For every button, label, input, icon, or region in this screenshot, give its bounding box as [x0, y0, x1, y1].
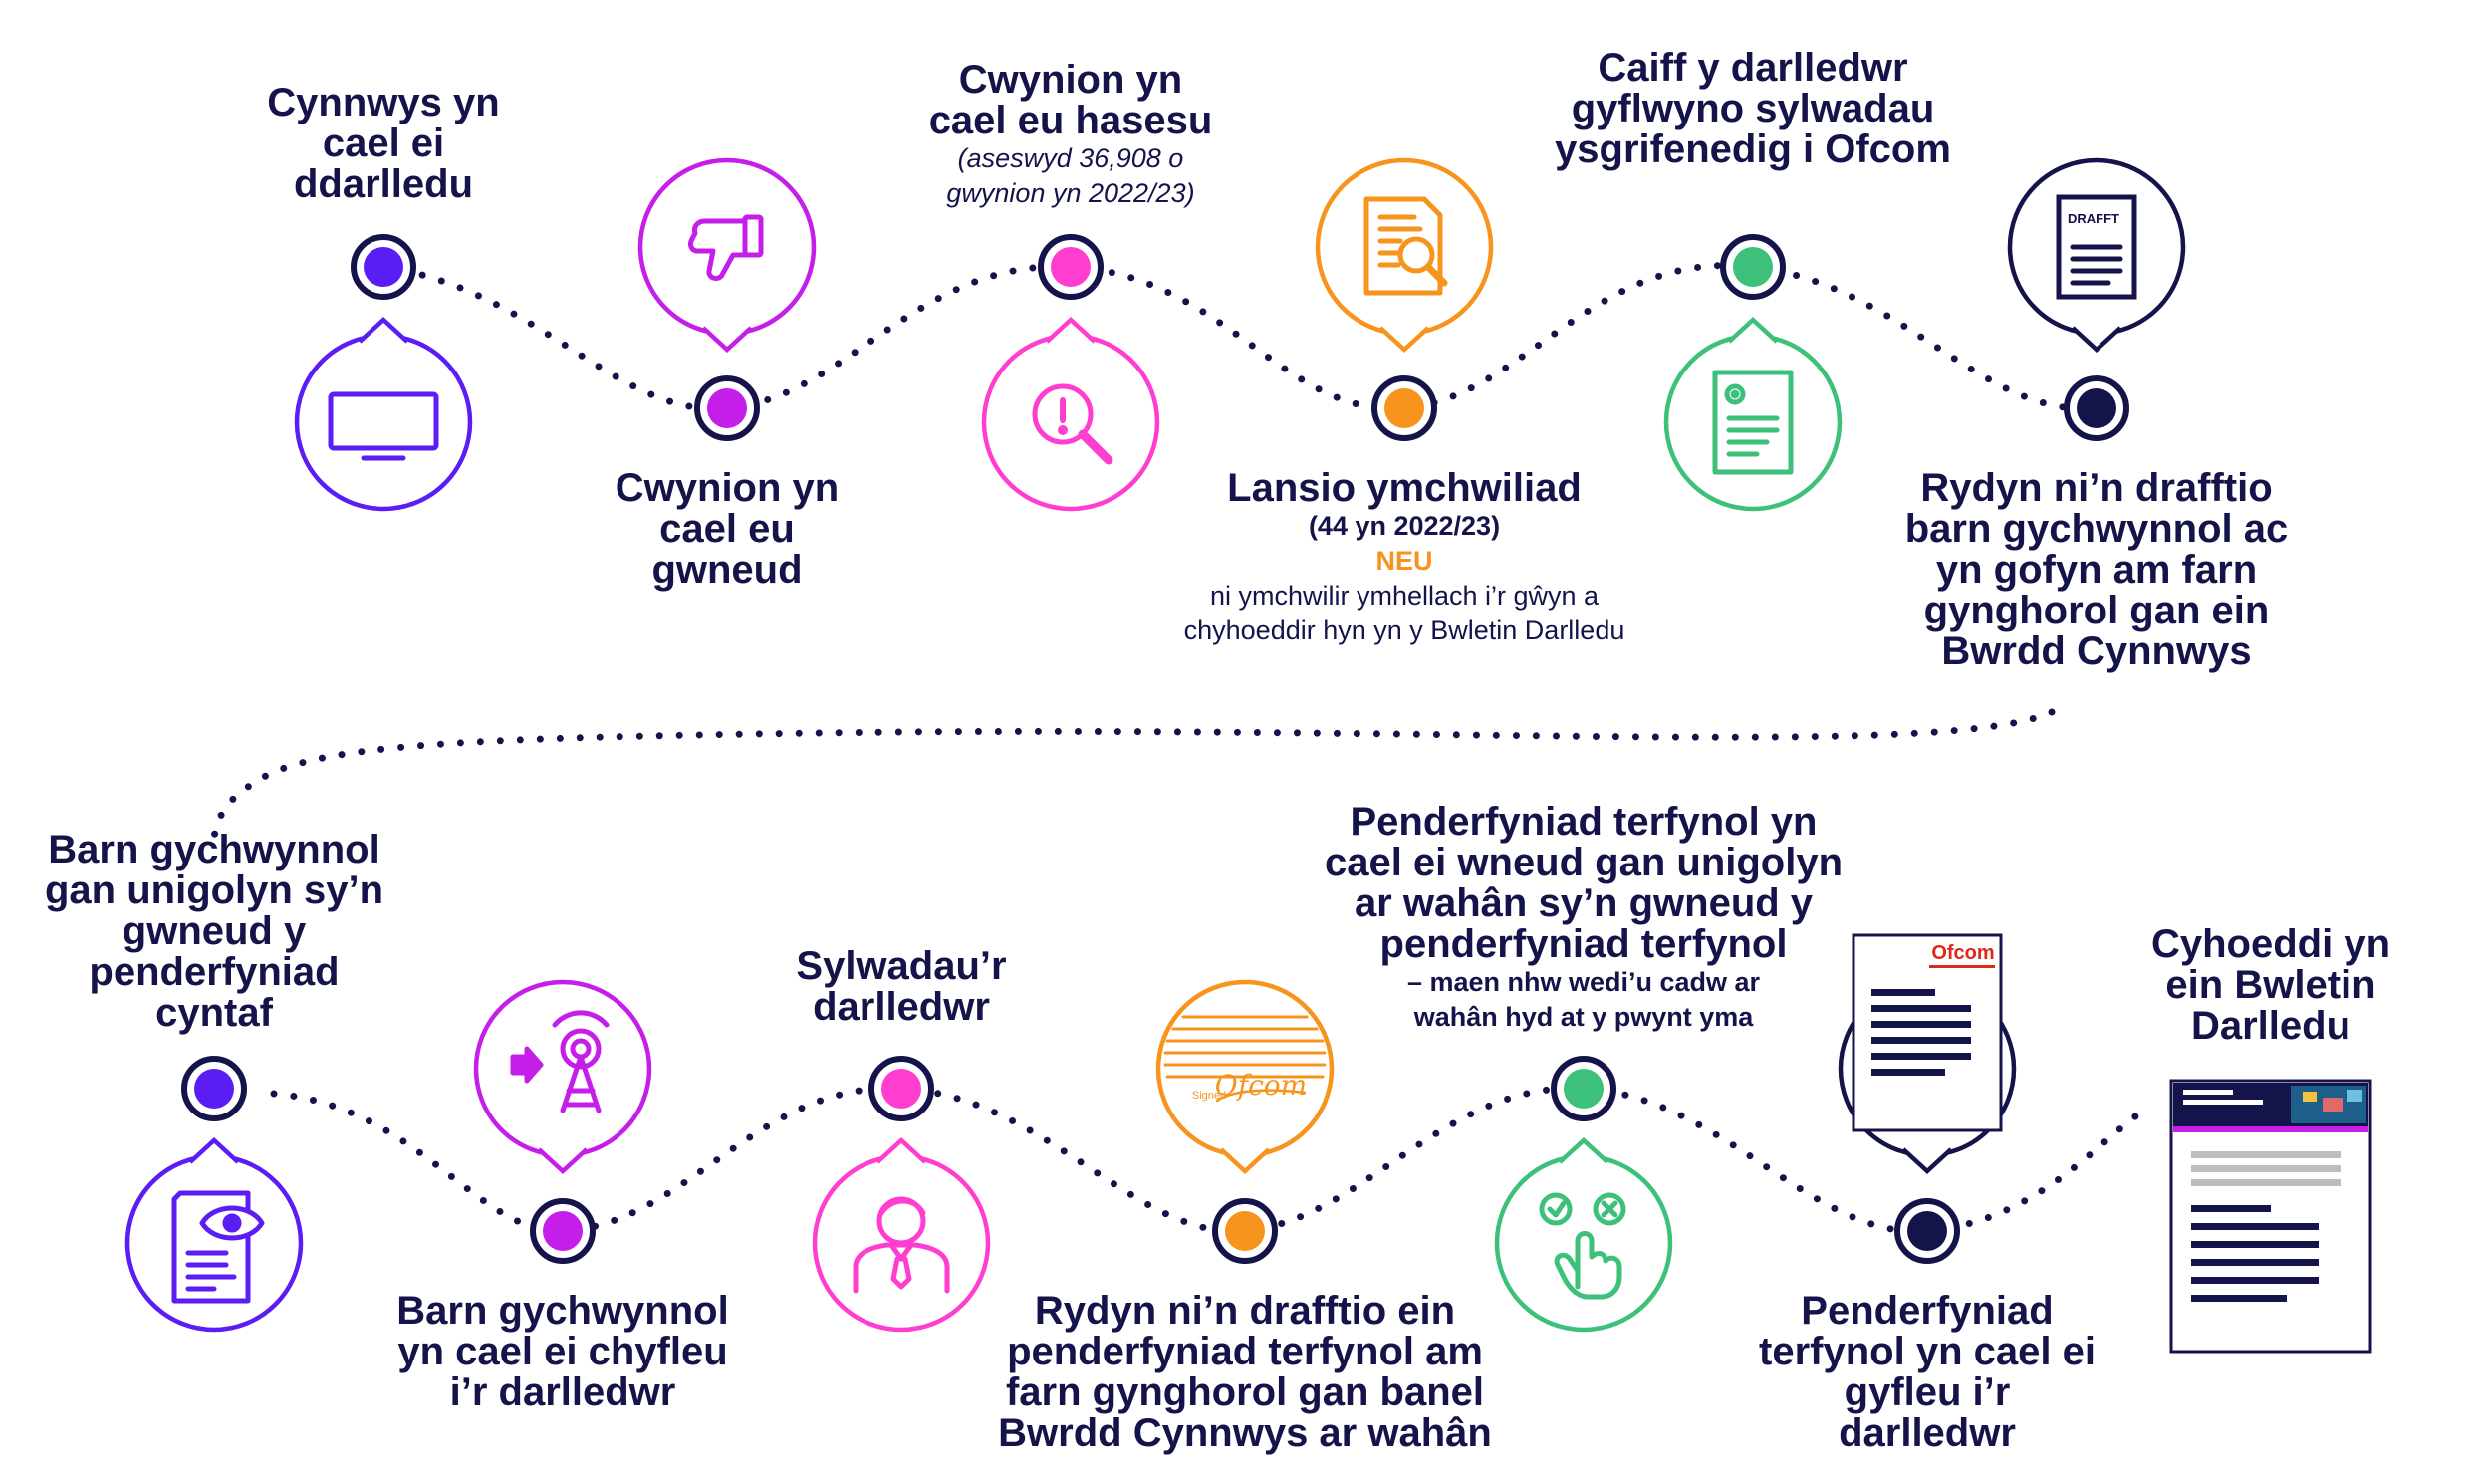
certificate-icon: [1712, 370, 1794, 475]
eye-document-icon: [171, 1190, 265, 1304]
step-title: Penderfyniad terfynol yn cael ei gyfleu …: [1759, 1289, 2096, 1455]
step-node-12: [1894, 1198, 1960, 1264]
step-node-6: [2064, 375, 2129, 441]
step-label-1: Cynnwys yn cael ei ddarlledu: [254, 83, 513, 205]
step-bubble-3: [984, 320, 1157, 509]
person-icon: [853, 1196, 950, 1294]
step-title: Lansio ymchwiliad: [1227, 466, 1582, 510]
step-alternative: ni ymchwilir ymhellach i’r gŵyn a chyhoe…: [1183, 581, 1625, 645]
step-title: Cwynion yn cael eu gwneud: [615, 466, 840, 592]
broadcast-tower-icon: [510, 1010, 610, 1113]
choice-touch-icon: [1539, 1192, 1626, 1300]
step-node-10: [1212, 1198, 1278, 1264]
step-node-9: [868, 1056, 934, 1121]
signed-letter-icon: [1163, 1015, 1327, 1103]
step-bubble-9: [815, 1140, 988, 1330]
step-label-7: Barn gychwynnol gan unigolyn sy’n gwneud…: [35, 830, 393, 1034]
ofcom-letter-icon: Ofcom: [1852, 933, 2003, 1132]
step-bubble-11: [1497, 1140, 1670, 1330]
document-search-icon: [1363, 196, 1448, 296]
step-node-3: [1038, 234, 1104, 300]
tv-icon: [328, 391, 439, 461]
step-node-5: [1720, 234, 1786, 300]
letter-logo: Ofcom: [1931, 942, 1994, 964]
or-label: NEU: [1375, 546, 1433, 576]
step-label-3: Cwynion yn cael eu hasesu (aseswyd 36,90…: [921, 60, 1220, 211]
step-node-8: [530, 1198, 596, 1264]
step-node-1: [351, 234, 416, 300]
draft-document-icon: [2056, 194, 2137, 300]
step-label-9: Sylwadau’r darlledwr: [772, 946, 1031, 1028]
step-title: Cyhoeddi yn ein Bwletin Darlledu: [2150, 922, 2391, 1048]
thumbs-down-icon: [688, 214, 764, 281]
step-label-2: Cwynion yn cael eu gwneud: [598, 468, 857, 591]
step-bubble-2: [640, 160, 814, 350]
step-note: (aseswyd 36,908 o gwynion yn 2022/23): [946, 143, 1195, 208]
step-label-12: Penderfyniad terfynol yn cael ei gyfleu …: [1758, 1291, 2097, 1454]
step-title: Cynnwys yn cael ei ddarlledu: [267, 81, 500, 206]
step-note: – maen nhw wedi’u cadw ar wahân hyd at y…: [1406, 967, 1761, 1032]
step-node-11: [1551, 1056, 1616, 1121]
step-label-5: Caiff y darlledwr gyflwyno sylwadau ysgr…: [1554, 48, 1952, 170]
step-title: Barn gychwynnol yn cael ei chyfleu i’r d…: [396, 1289, 729, 1414]
step-bubble-5: [1666, 320, 1840, 509]
flow-path-bottom: [270, 1085, 2155, 1235]
flow-path-connector: [210, 708, 2056, 841]
draft-stamp: DRAFFT: [2068, 211, 2119, 226]
step-title: Caiff y darlledwr gyflwyno sylwadau ysgr…: [1555, 46, 1951, 171]
ofcom-signature: Ofcom: [1215, 1069, 1307, 1102]
step-node-2: [694, 375, 760, 441]
step-label-8: Barn gychwynnol yn cael ei chyfleu i’r d…: [383, 1291, 742, 1413]
step-bubble-6: DRAFFT: [2010, 160, 2183, 350]
step-note: (44 yn 2022/23): [1308, 511, 1501, 541]
step-bubble-1: [297, 320, 470, 509]
step-title: Barn gychwynnol gan unigolyn sy’n gwneud…: [44, 828, 384, 1035]
step-bubble-10: Signed Ofcom: [1158, 982, 1332, 1171]
step-title: Cwynion yn cael eu hasesu: [928, 58, 1213, 142]
flow-path-top: [379, 262, 2100, 413]
step-label-6: Rydyn ni’n drafftio barn gychwynnol ac y…: [1877, 468, 2316, 672]
step-label-4: Lansio ymchwiliad (44 yn 2022/23) NEU ni…: [1145, 468, 1663, 648]
step-title: Rydyn ni’n drafftio barn gychwynnol ac y…: [1904, 466, 2289, 673]
bulletin-icon: [2169, 1079, 2372, 1354]
step-bubble-7: [127, 1140, 301, 1330]
step-title: Sylwadau’r darlledwr: [796, 944, 1007, 1029]
step-node-7: [181, 1056, 247, 1121]
step-title: Rydyn ni’n drafftio ein penderfyniad ter…: [998, 1289, 1492, 1455]
step-node-4: [1371, 375, 1437, 441]
step-label-11: Penderfyniad terfynol yn cael ei wneud g…: [1315, 802, 1853, 1035]
step-title: Penderfyniad terfynol yn cael ei wneud g…: [1324, 800, 1844, 966]
step-bubble-12: Ofcom: [1841, 933, 2014, 1171]
step-label-10: Rydyn ni’n drafftio ein penderfyniad ter…: [976, 1291, 1514, 1454]
step-bubble-4: [1318, 160, 1491, 350]
alert-magnifier-icon: [1032, 383, 1113, 465]
step-label-13: Cyhoeddi yn ein Bwletin Darlledu: [2121, 924, 2420, 1047]
step-bubble-8: [476, 982, 649, 1171]
signed-caption: Signed: [1192, 1090, 1226, 1102]
